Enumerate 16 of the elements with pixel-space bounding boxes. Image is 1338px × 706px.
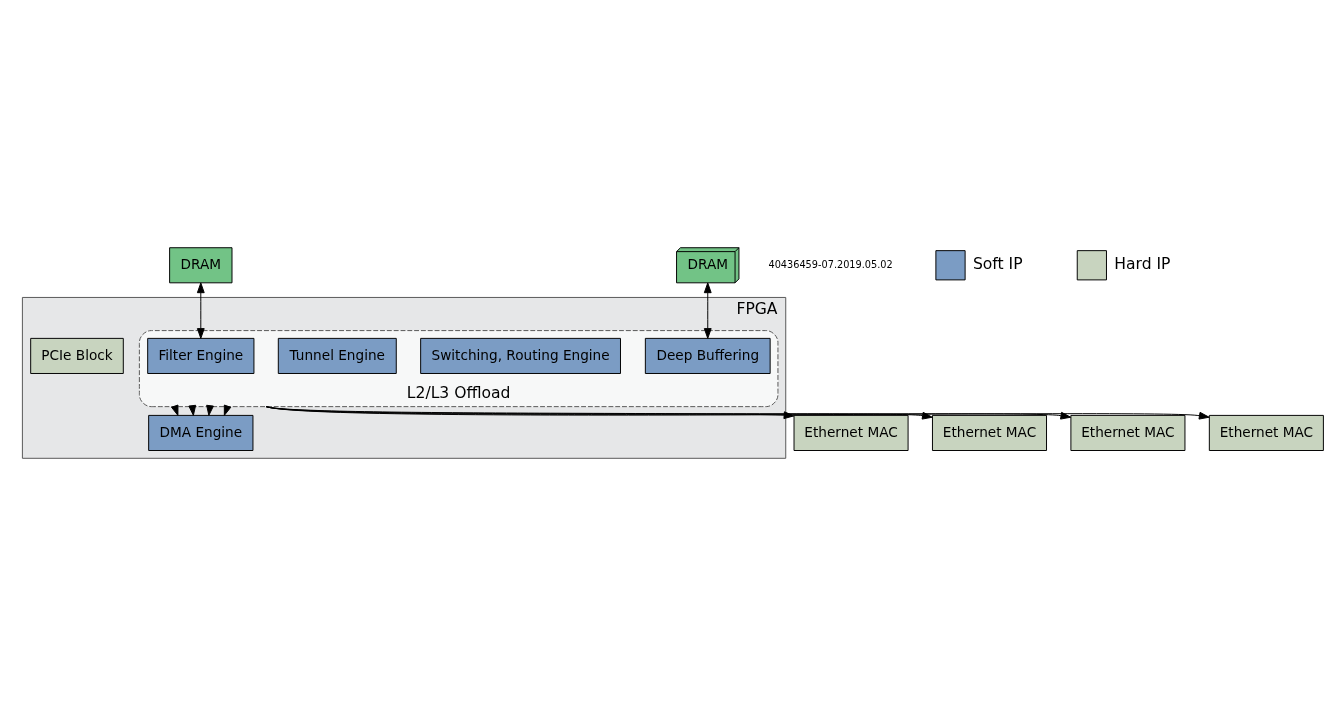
arrow xyxy=(703,281,712,339)
label: 40436459-07.2019.05.02 xyxy=(768,258,893,270)
node-box: Deep Buffering xyxy=(644,337,771,374)
legend-label: Soft IP xyxy=(972,254,1023,273)
node-box: Filter Engine xyxy=(147,337,255,374)
node-box: Ethernet MAC xyxy=(932,414,1047,451)
node-box: Tunnel Engine xyxy=(277,337,397,374)
node-box: Switching, Routing Engine xyxy=(420,337,621,374)
arrow xyxy=(196,281,205,339)
node-box: DMA Engine xyxy=(148,414,254,451)
legend-label: Hard IP xyxy=(1114,254,1171,273)
node-box: Ethernet MAC xyxy=(793,414,909,451)
node-box: Ethernet MAC xyxy=(1208,414,1324,451)
node-box: PCIe Block xyxy=(30,337,124,374)
node-box: Ethernet MAC xyxy=(1070,414,1186,451)
node-box: DRAM xyxy=(169,246,233,283)
